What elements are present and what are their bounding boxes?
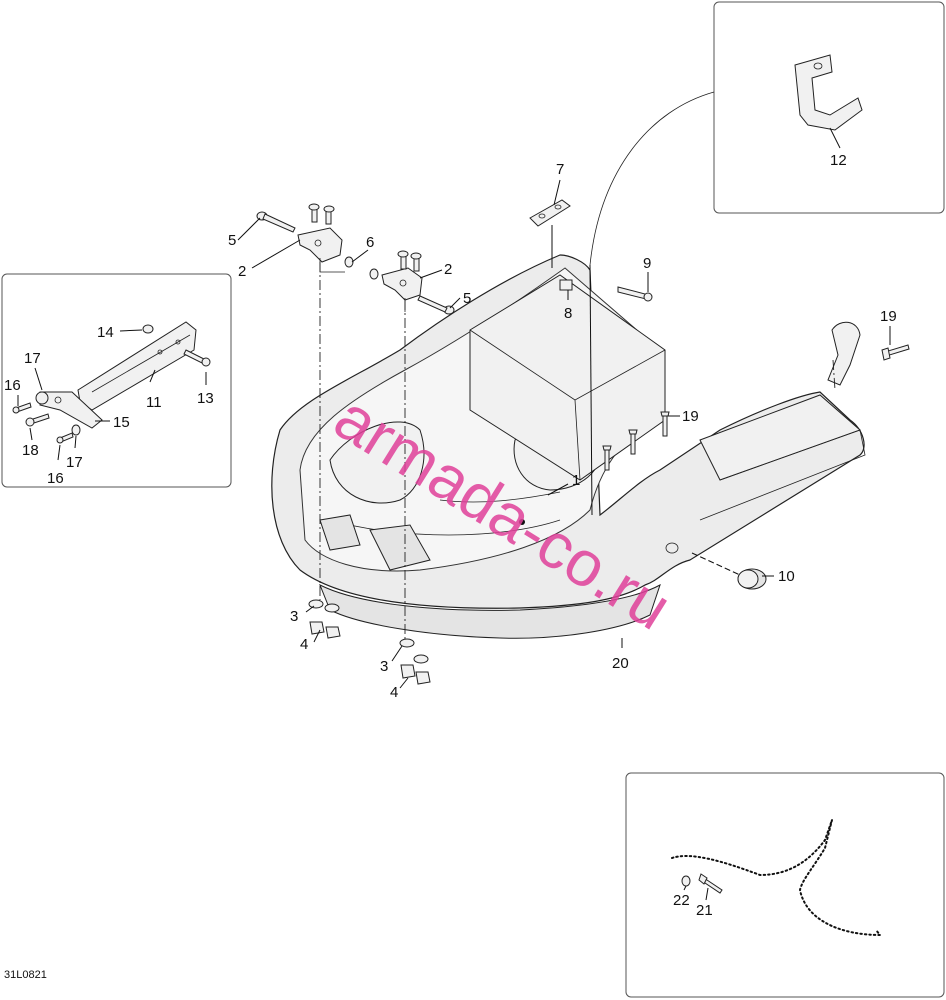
screw-16-top [12, 402, 32, 414]
callout-3-right: 3 [380, 658, 388, 675]
screw-16-bottom [56, 432, 74, 444]
callout-5-left: 5 [228, 232, 236, 249]
leader-lines [17, 127, 891, 901]
bolt-5-left [256, 211, 296, 233]
washer-6 [344, 256, 379, 280]
rivets-19 [602, 411, 670, 471]
callout-5-right: 5 [463, 290, 471, 307]
callout-18: 18 [22, 442, 39, 459]
callout-10: 10 [778, 568, 795, 585]
rivet-21 [698, 873, 723, 894]
callout-20: 20 [612, 655, 629, 672]
inset-box-bottom-right-seam [625, 772, 945, 998]
callout-12: 12 [830, 152, 847, 169]
callout-16-bottom: 16 [47, 470, 64, 487]
callout-16-top: 16 [4, 377, 21, 394]
bolt-13 [183, 349, 211, 367]
plate-7 [529, 199, 571, 227]
washer-17-bottom [71, 424, 81, 436]
callout-17-bottom: 17 [66, 454, 83, 471]
callout-9: 9 [643, 255, 651, 272]
bolt-5-right [417, 295, 455, 315]
callout-11: 11 [146, 394, 162, 411]
callout-15: 15 [113, 414, 130, 431]
figure-code: 31L0821 [4, 969, 47, 981]
callout-13: 13 [197, 390, 214, 407]
callout-14: 14 [97, 324, 114, 341]
hinge-bracket-right [381, 250, 423, 301]
washers-nuts-right [399, 638, 431, 685]
callout-4-right: 4 [390, 684, 398, 701]
callout-7: 7 [556, 161, 564, 178]
hull-body [271, 254, 866, 639]
callout-8: 8 [564, 305, 572, 322]
callout-2-right: 2 [444, 261, 452, 278]
seam-dotted-outline [671, 819, 883, 937]
nut-14 [142, 324, 154, 334]
callout-19-middle: 19 [682, 408, 699, 425]
bracket-8 [559, 279, 573, 291]
callout-6: 6 [366, 234, 374, 251]
callout-1: 1 [572, 472, 580, 489]
inset-leader-curve [589, 91, 715, 266]
washer-17-top [35, 391, 49, 405]
side-handle [827, 321, 861, 386]
plug-10 [737, 568, 767, 590]
callout-21: 21 [696, 902, 713, 919]
bolt-9 [617, 286, 647, 300]
rivet-19-right [881, 344, 910, 361]
callout-3-left: 3 [290, 608, 298, 625]
washer-22 [681, 875, 691, 887]
callout-17-top: 17 [24, 350, 41, 367]
hinge-bracket-left [297, 203, 343, 263]
hook-12 [794, 54, 863, 131]
washers-nuts-left [308, 599, 341, 639]
callout-4-left: 4 [300, 636, 308, 653]
inset-box-top-right-hook [713, 1, 945, 214]
callout-2-left: 2 [238, 263, 246, 280]
screw-18 [25, 413, 50, 427]
callout-22: 22 [673, 892, 690, 909]
plate-15 [39, 391, 103, 429]
callout-19-right: 19 [880, 308, 897, 325]
